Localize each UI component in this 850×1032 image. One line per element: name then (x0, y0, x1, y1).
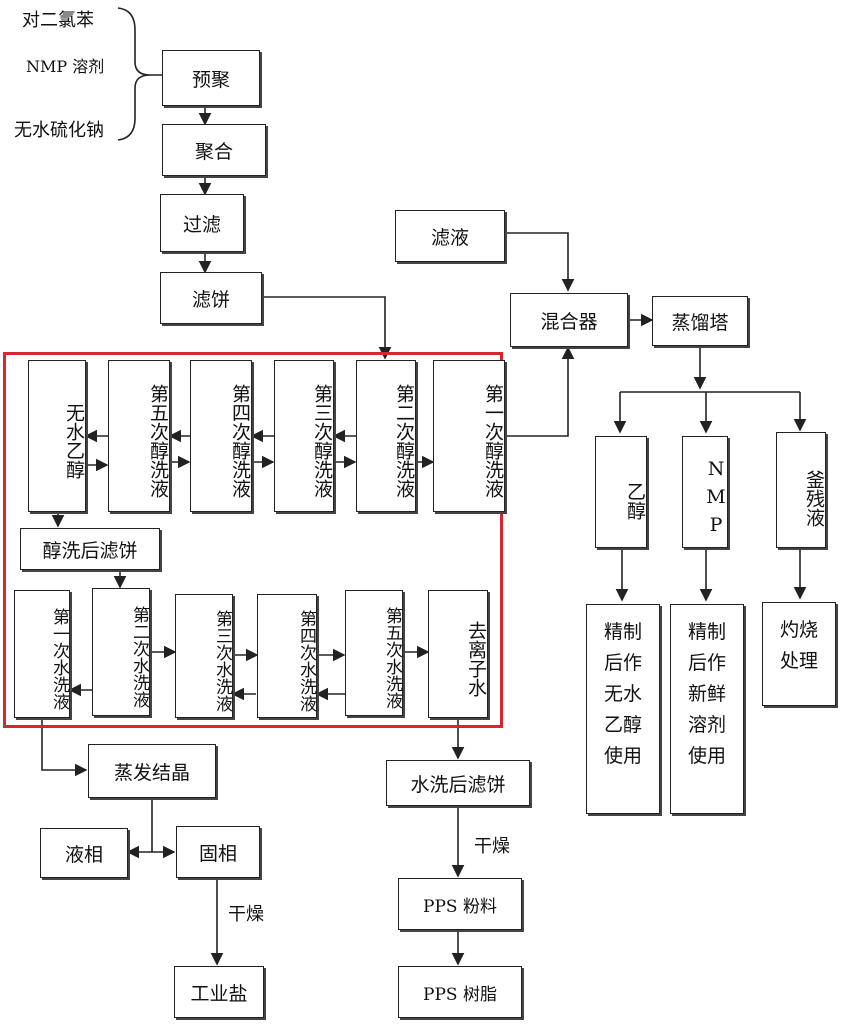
box-evaporation-crystallization: 蒸发结晶 (88, 744, 216, 798)
box-alcohol-wash-2: 第二次醇洗液 (356, 360, 416, 512)
input-sodium-sulfide: 无水硫化钠 (14, 120, 104, 141)
box-alcohol-wash-3: 第三次醇洗液 (274, 360, 334, 512)
box-water-wash-1: 第一次水洗液 (14, 590, 70, 718)
label-drying-salt: 干燥 (228, 904, 264, 925)
input-dichlorobenzene: 对二氯苯 (22, 10, 94, 31)
arrow-cake-to-wash2 (262, 296, 392, 360)
box-alcohol-wash-4: 第四次醇洗液 (190, 360, 252, 512)
washing-section-highlight (3, 352, 503, 728)
box-distillation-column: 蒸馏塔 (652, 296, 748, 346)
box-pps-powder: PPS 粉料 (398, 878, 522, 930)
box-alcohol-wash-1: 第一次醇洗液 (433, 360, 505, 512)
box-ethanol-reuse: 精制 后作 无水 乙醇 使用 (586, 604, 660, 814)
arrow-to-evap (41, 718, 88, 777)
box-nmp: NMP (682, 436, 728, 548)
box-ethanol: 乙醇 (595, 436, 647, 548)
box-water-wash-4: 第四次水洗液 (257, 594, 317, 718)
box-alcohol-wash-5: 第五次醇洗液 (108, 360, 170, 512)
box-filtrate: 滤液 (395, 210, 505, 262)
box-liquid-phase: 液相 (40, 828, 128, 878)
input-brace (117, 7, 151, 141)
box-polymerization: 聚合 (162, 124, 266, 176)
box-water-wash-2: 第二次水洗液 (92, 588, 150, 716)
label-drying-pps: 干燥 (474, 836, 510, 857)
box-solid-phase: 固相 (176, 826, 260, 878)
box-pps-resin: PPS 树脂 (398, 966, 522, 1018)
box-water-wash-5: 第五次水洗液 (345, 590, 403, 716)
box-filtration: 过滤 (160, 194, 244, 252)
box-water-wash-3: 第三次水洗液 (175, 594, 233, 718)
box-alcohol-washed-cake: 醇洗后滤饼 (20, 528, 160, 570)
box-nmp-reuse: 精制 后作 新鲜 溶剂 使用 (670, 604, 744, 814)
box-mixer: 混合器 (510, 293, 628, 347)
box-deionized-water: 去离子水 (428, 590, 488, 718)
box-anhydrous-ethanol: 无水乙醇 (28, 360, 86, 512)
box-still-residue: 釜残液 (776, 432, 826, 548)
box-residue-incineration: 灼烧 处理 (762, 602, 836, 706)
arrow-filtrate-to-mixer (505, 232, 575, 292)
box-water-washed-cake: 水洗后滤饼 (386, 760, 530, 806)
box-prepolymerization: 预聚 (162, 50, 260, 106)
arrow-wash1-to-mixer (505, 346, 575, 437)
box-industrial-salt: 工业盐 (174, 966, 264, 1018)
box-filter-cake: 滤饼 (160, 272, 262, 324)
input-nmp-solvent: NMP 溶剂 (26, 57, 105, 76)
